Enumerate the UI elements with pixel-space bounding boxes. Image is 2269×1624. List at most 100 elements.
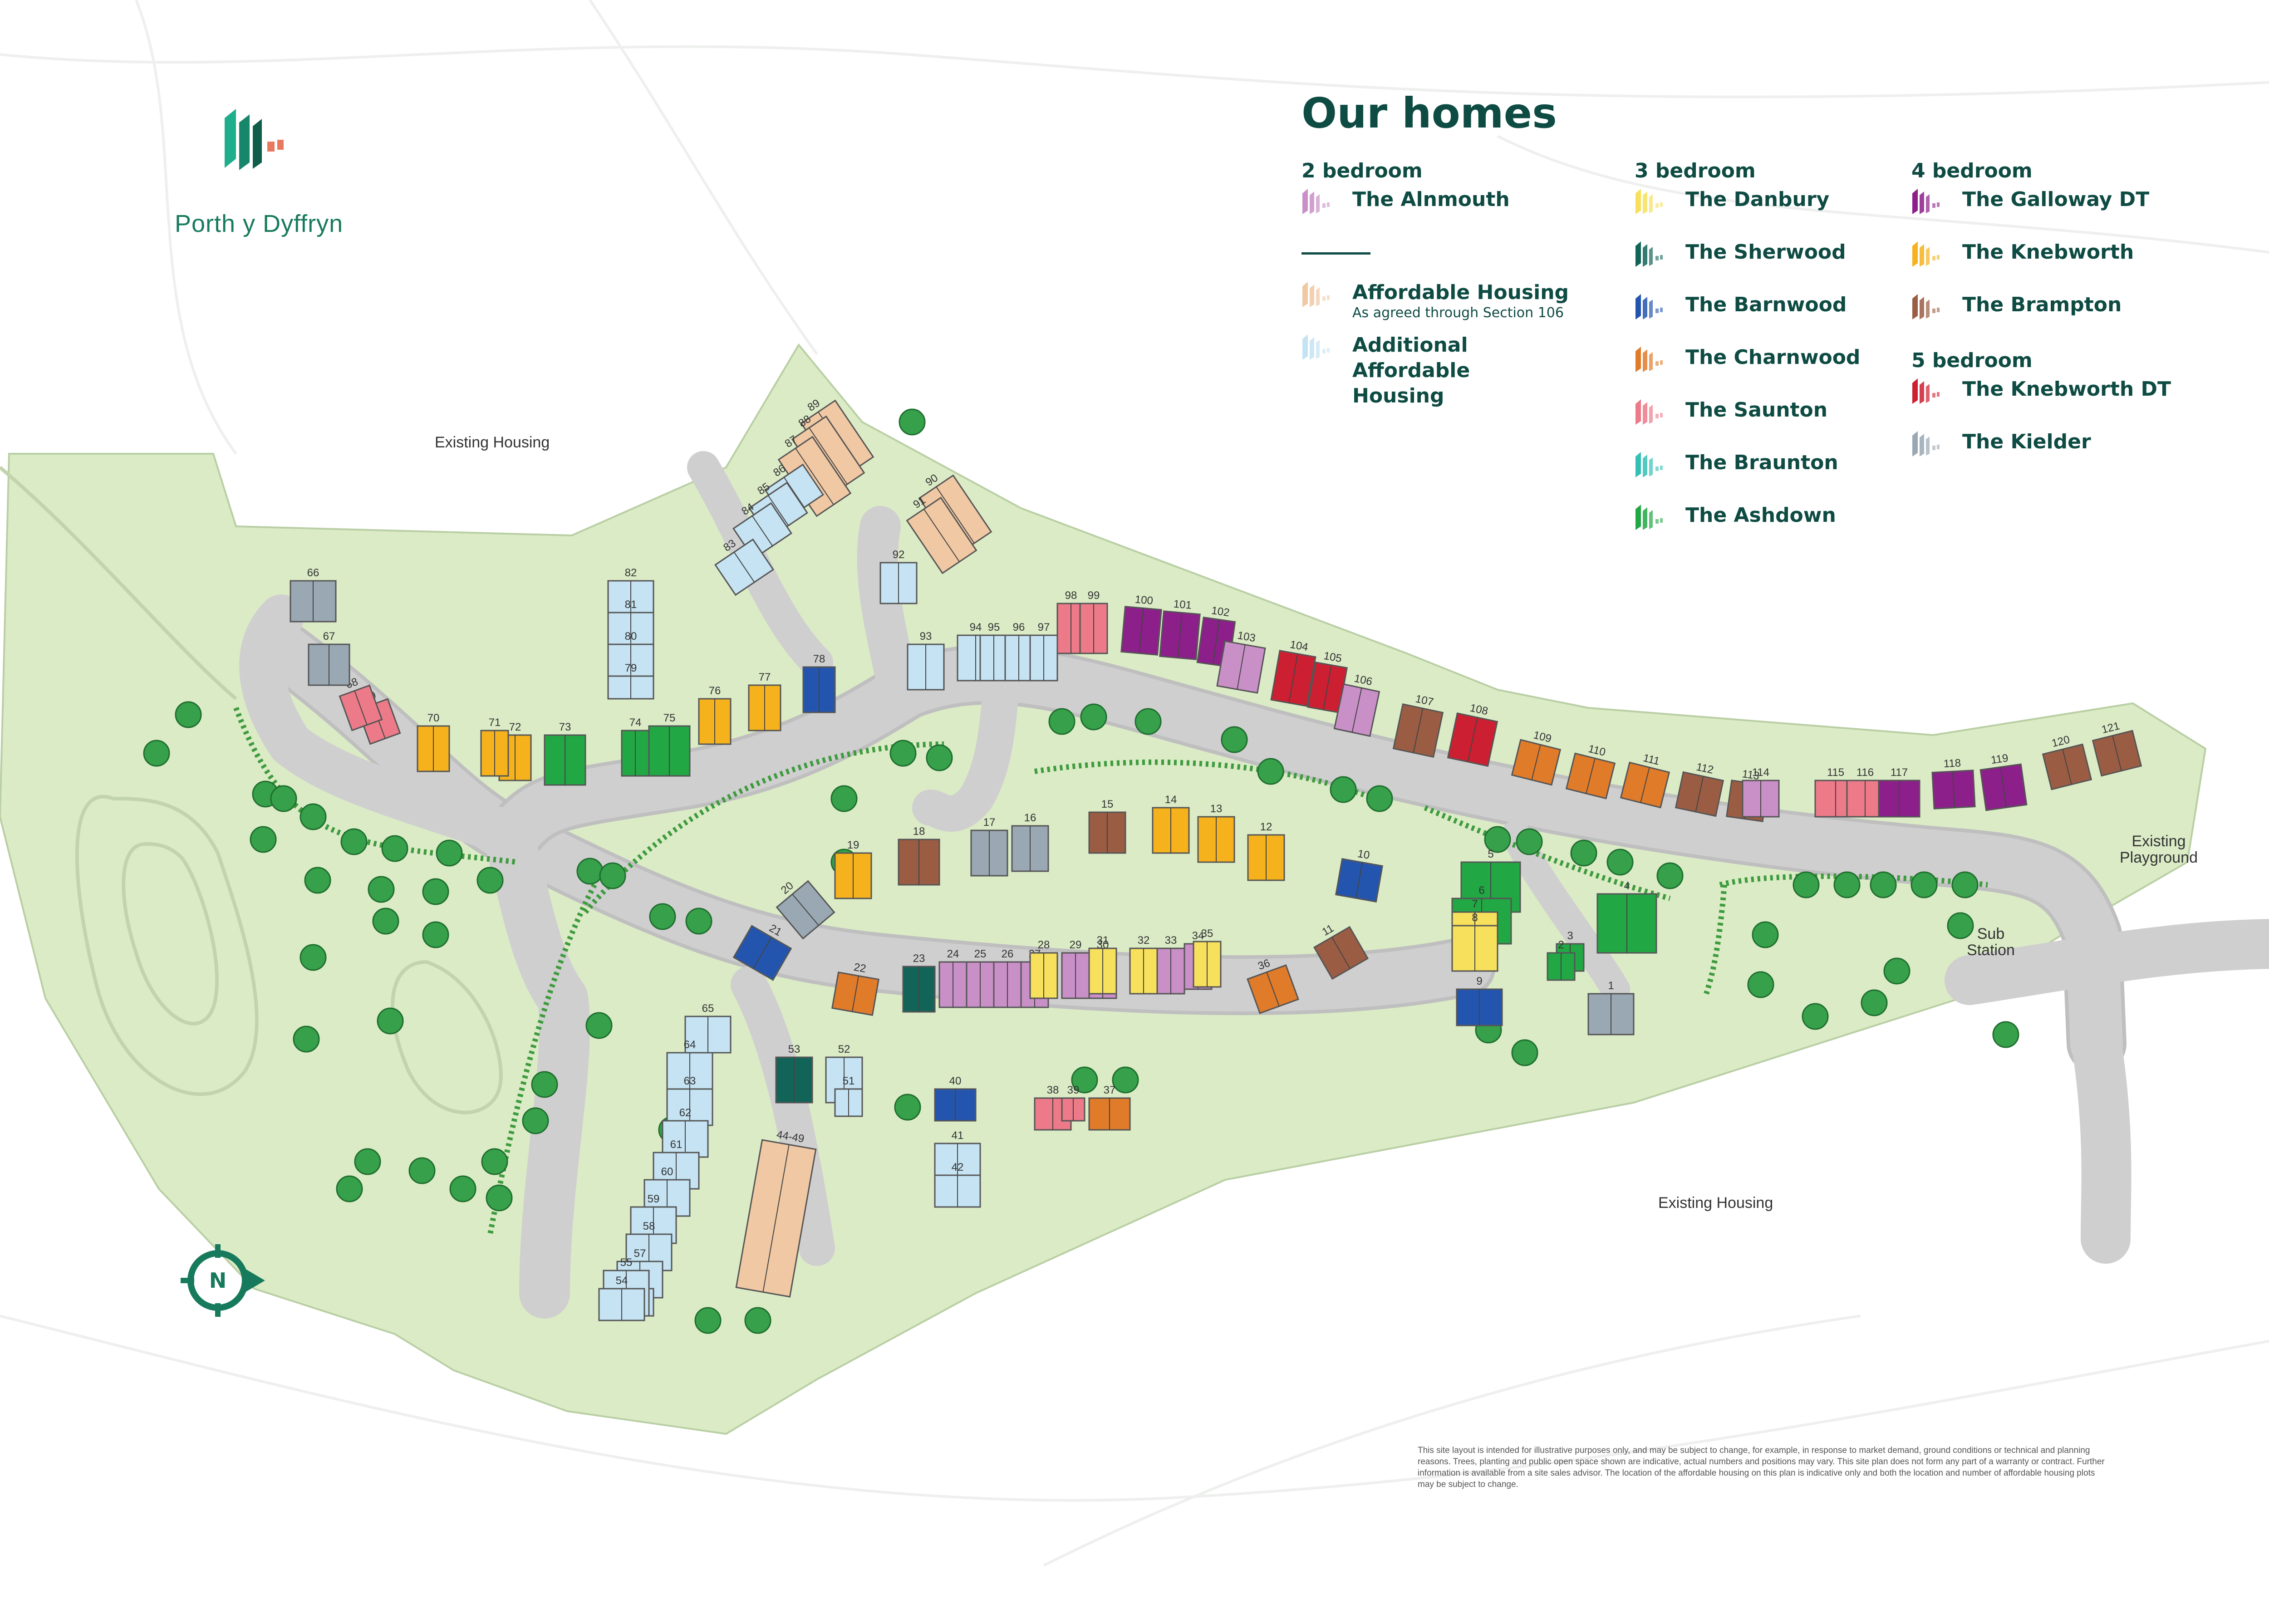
plot-number: 37 — [1104, 1084, 1116, 1096]
plot-number: 17 — [983, 816, 996, 829]
plot[interactable]: 121 — [2089, 717, 2142, 777]
plot[interactable]: 2 — [1547, 939, 1576, 981]
plot[interactable]: 106 — [1333, 670, 1382, 737]
plot[interactable]: 15 — [1088, 798, 1126, 854]
plot[interactable]: 12 — [1247, 821, 1285, 881]
plot[interactable]: 70 — [417, 712, 450, 772]
plot[interactable]: 13 — [1197, 803, 1235, 863]
plot[interactable]: 9 — [1456, 975, 1503, 1026]
plot-number: 63 — [684, 1075, 696, 1087]
roof-ridge-line — [751, 515, 773, 546]
plot[interactable]: 93 — [907, 630, 945, 691]
plot[interactable]: 110 — [1565, 740, 1618, 800]
plot[interactable]: 78 — [802, 653, 836, 713]
plot[interactable]: 103 — [1216, 627, 1267, 694]
plot[interactable]: 65 — [684, 1002, 732, 1054]
legend-item: The Alnmouth — [1301, 187, 1569, 240]
tree-icon — [1606, 849, 1634, 876]
plot[interactable]: 63 — [666, 1075, 713, 1126]
plot[interactable]: 111 — [1620, 749, 1673, 809]
plot[interactable]: 51 — [834, 1075, 863, 1117]
plot[interactable]: 74 — [621, 716, 650, 777]
plot[interactable]: 99 — [1079, 589, 1108, 654]
plot[interactable]: 39 — [1061, 1084, 1085, 1122]
plot[interactable]: 17 — [970, 816, 1008, 877]
plot[interactable]: 116 — [1846, 766, 1884, 818]
plot[interactable]: 97 — [1029, 621, 1058, 682]
tree-icon — [830, 785, 858, 812]
plot[interactable]: 42 — [934, 1161, 981, 1208]
plot[interactable]: 73 — [544, 721, 586, 786]
plot-number: 18 — [913, 825, 925, 838]
plot[interactable]: 11 — [1307, 915, 1369, 980]
plot[interactable]: 75 — [648, 712, 691, 777]
roof-ridge-line — [1586, 758, 1596, 794]
plot[interactable]: 33 — [1156, 934, 1185, 995]
plot[interactable]: 40 — [934, 1075, 977, 1122]
plot[interactable]: 66 — [290, 567, 337, 623]
plot[interactable]: 117 — [1878, 766, 1920, 818]
plot[interactable]: 62 — [662, 1107, 709, 1158]
plot[interactable]: 41 — [934, 1129, 981, 1176]
plot[interactable]: 1 — [1587, 980, 1635, 1035]
plot[interactable]: 19 — [834, 839, 872, 899]
plot-number: 39 — [1067, 1084, 1080, 1096]
plot[interactable]: 92 — [879, 549, 918, 604]
plot[interactable]: 118 — [1931, 756, 1976, 810]
house-type-icon — [1635, 505, 1663, 530]
plot[interactable]: 64 — [666, 1039, 713, 1090]
plot[interactable]: 71 — [480, 716, 509, 777]
plot[interactable]: 16 — [1011, 812, 1049, 872]
plot[interactable]: 10 — [1335, 845, 1385, 903]
plot[interactable]: 114 — [1742, 766, 1780, 818]
plot[interactable]: 81 — [607, 599, 654, 645]
plot[interactable]: 54 — [598, 1275, 645, 1321]
plot[interactable]: 101 — [1159, 597, 1201, 660]
plot-number: 101 — [1173, 598, 1192, 612]
tree-icon — [1752, 921, 1779, 948]
tree-icon — [436, 839, 463, 867]
plot[interactable]: 28 — [1029, 939, 1058, 999]
plot[interactable]: 107 — [1392, 690, 1446, 758]
brand-name: Porth y Dyffryn — [175, 210, 344, 237]
plot[interactable]: 22 — [831, 958, 881, 1016]
plot[interactable]: 4 — [1596, 880, 1657, 954]
plot[interactable]: 108 — [1447, 699, 1500, 767]
plot-number: 19 — [847, 839, 859, 851]
plot[interactable]: 8 — [1451, 912, 1498, 972]
tree-icon — [368, 876, 395, 903]
plot[interactable]: 53 — [775, 1043, 813, 1104]
tree-icon — [481, 1148, 508, 1175]
plot[interactable]: 100 — [1120, 593, 1163, 656]
plot[interactable]: 14 — [1152, 794, 1190, 854]
plot[interactable]: 20 — [768, 870, 835, 940]
plot[interactable]: 37 — [1088, 1084, 1131, 1131]
plot[interactable]: 23 — [902, 952, 936, 1013]
plot[interactable]: 95 — [979, 621, 1008, 682]
roof-ridge-line — [936, 486, 975, 544]
plot[interactable]: 24 — [938, 948, 968, 1008]
plot[interactable]: 31 — [1088, 934, 1117, 995]
plot[interactable]: 67 — [308, 630, 350, 686]
logo-icon — [225, 109, 284, 170]
plot[interactable]: 26 — [993, 948, 1022, 1008]
plot[interactable]: 76 — [698, 685, 732, 745]
plot[interactable]: 80 — [607, 630, 654, 677]
plot[interactable]: 35 — [1193, 927, 1222, 988]
tree-icon — [894, 1094, 921, 1121]
plot-number: 42 — [952, 1161, 964, 1173]
plot[interactable]: 18 — [898, 825, 940, 886]
plot[interactable]: 77 — [748, 671, 781, 731]
legend-item-label: The Knebworth — [1962, 240, 2134, 264]
plot-number: 71 — [489, 716, 501, 729]
plot[interactable]: 83 — [707, 528, 774, 596]
plot[interactable]: 112 — [1675, 758, 1726, 817]
plot[interactable]: 119 — [1979, 750, 2028, 811]
plot[interactable]: 25 — [966, 948, 995, 1008]
plot[interactable]: 32 — [1129, 934, 1158, 995]
plot-number: 13 — [1210, 803, 1223, 815]
plot[interactable]: 96 — [1004, 621, 1033, 682]
plot[interactable]: 79 — [607, 662, 654, 700]
